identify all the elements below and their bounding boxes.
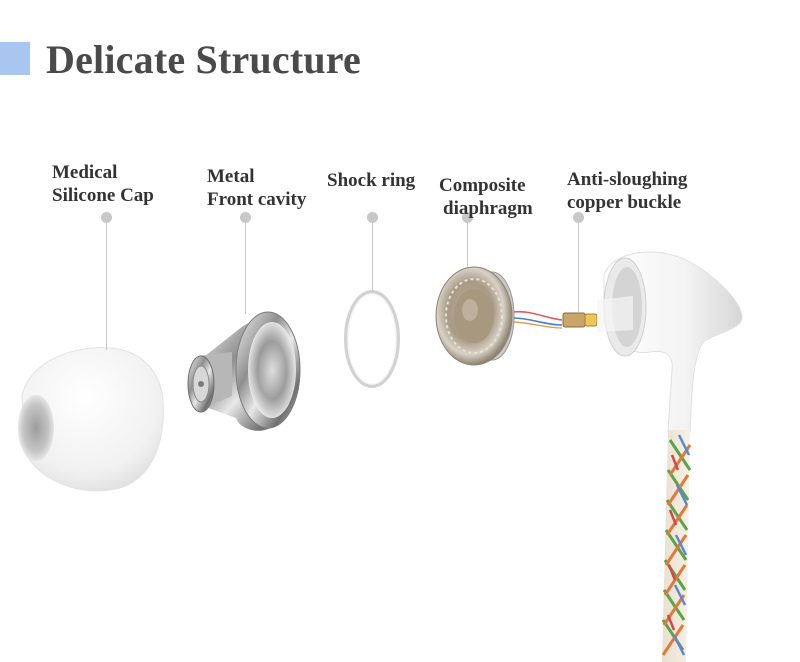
label-copper-buckle: Anti-sloughing copper buckle — [567, 168, 687, 214]
silicone-cap-part — [18, 347, 164, 492]
braided-cable-part — [661, 430, 692, 662]
label-shock-ring-line1: Shock ring — [327, 170, 416, 191]
leader-line-front-cavity — [245, 222, 246, 314]
label-front-cavity-line2: Front cavity — [207, 189, 307, 210]
page-title: Delicate Structure — [46, 37, 361, 82]
leader-line-cap — [106, 222, 107, 350]
leader-dot-front-cavity — [240, 212, 251, 223]
label-shock-ring: Shock ring — [327, 169, 415, 192]
label-copper-buckle-line1: Anti-sloughing — [567, 169, 688, 190]
leader-dot-shock-ring — [367, 212, 378, 223]
composite-diaphragm-part — [435, 266, 563, 366]
leader-dot-copper-buckle — [573, 212, 584, 223]
label-diaphragm-line2: diaphragm — [443, 198, 533, 219]
copper-buckle-part — [562, 312, 598, 328]
leader-dot-diaphragm — [462, 212, 473, 223]
label-copper-buckle-line2: copper buckle — [567, 192, 682, 213]
leader-line-copper-buckle — [578, 222, 579, 312]
metal-front-cavity-part — [187, 311, 301, 431]
shock-ring-part — [344, 290, 400, 388]
label-silicone-cap-line2: Silicone Cap — [52, 185, 154, 206]
earphone-shell-part — [597, 251, 743, 433]
label-silicone-cap-line1: Medical — [52, 162, 118, 183]
leader-line-shock-ring — [372, 222, 373, 292]
label-front-cavity: Metal Front cavity — [207, 165, 306, 211]
label-silicone-cap: Medical Silicone Cap — [52, 161, 154, 207]
label-diaphragm: Composite diaphragm — [439, 174, 533, 220]
leader-dot-cap — [101, 212, 112, 223]
label-diaphragm-line1: Composite — [439, 175, 526, 196]
label-front-cavity-line1: Metal — [207, 166, 255, 187]
leader-line-diaphragm — [467, 222, 468, 267]
title-accent-bar — [0, 42, 30, 75]
